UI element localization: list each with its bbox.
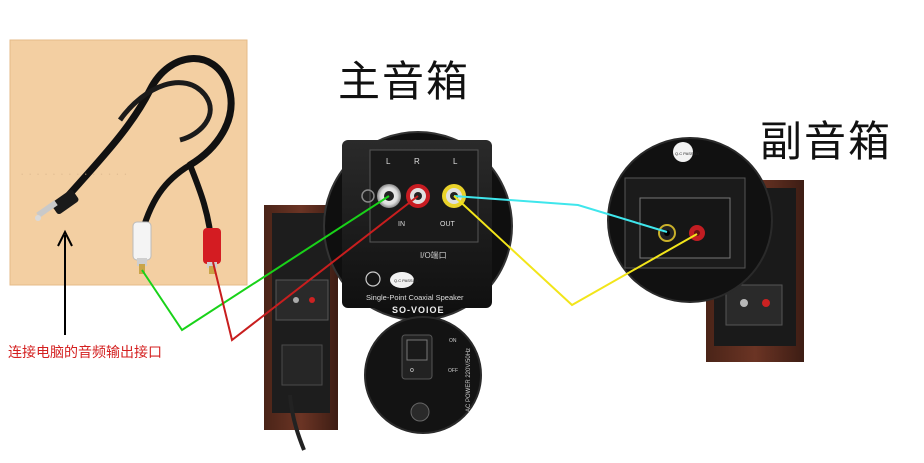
mini-jack-plug [35, 189, 79, 221]
brand-name: SO-VOIOE [392, 305, 445, 315]
main-io-panel: L R L IN OUT I/O端口 Q.C PASSED [323, 131, 513, 321]
channel-label-r: R [414, 157, 420, 166]
channel-label-l: L [386, 157, 391, 166]
qc-badge: Q.C PASSED [390, 272, 418, 288]
io-port-label: I/O端口 [420, 250, 447, 260]
svg-text:Q.C PASSED: Q.C PASSED [394, 278, 418, 283]
power-spec: AC POWER 220V/50Hz [466, 348, 472, 412]
sub-speaker-title: 副音箱 [760, 117, 893, 166]
channel-label-out-l: L [453, 157, 458, 166]
sub-terminal-red [689, 225, 705, 241]
wire-cyan [453, 195, 668, 233]
power-panel: o ON OFF AC POWER 220V/50Hz [364, 316, 482, 434]
out-label: OUT [440, 221, 456, 228]
headphone-icon [361, 189, 375, 203]
audio-output-caption: 连接电脑的音频输出接口 [8, 345, 162, 361]
up-arrow-icon [57, 229, 73, 335]
wire-green [141, 195, 390, 332]
rca-plug-white [132, 221, 152, 274]
sub-io-panel: Q.C PASSED [607, 137, 773, 303]
wire-yellow [453, 195, 698, 307]
svg-text:· · · · · · · · · · · · · ·: · · · · · · · · · · · · · · [20, 166, 128, 181]
wire-red [212, 195, 419, 342]
in-label: IN [398, 221, 405, 228]
svg-text:Q.C PASSED: Q.C PASSED [675, 151, 699, 156]
power-off-label: OFF [448, 368, 458, 374]
ccc-logo [365, 271, 381, 287]
power-on-label: ON [449, 338, 457, 344]
cable-photo: · · · · · · · · · · · · · · [9, 39, 248, 286]
sub-qc-badge: Q.C PASSED [673, 142, 699, 162]
svg-text:o: o [410, 367, 414, 374]
wires [141, 195, 698, 342]
main-speaker-title: 主音箱 [338, 57, 471, 106]
product-description: Single-Point Coaxial Speaker [366, 293, 464, 302]
sub-terminal-black [658, 224, 676, 242]
rca-plug-red [203, 228, 221, 274]
